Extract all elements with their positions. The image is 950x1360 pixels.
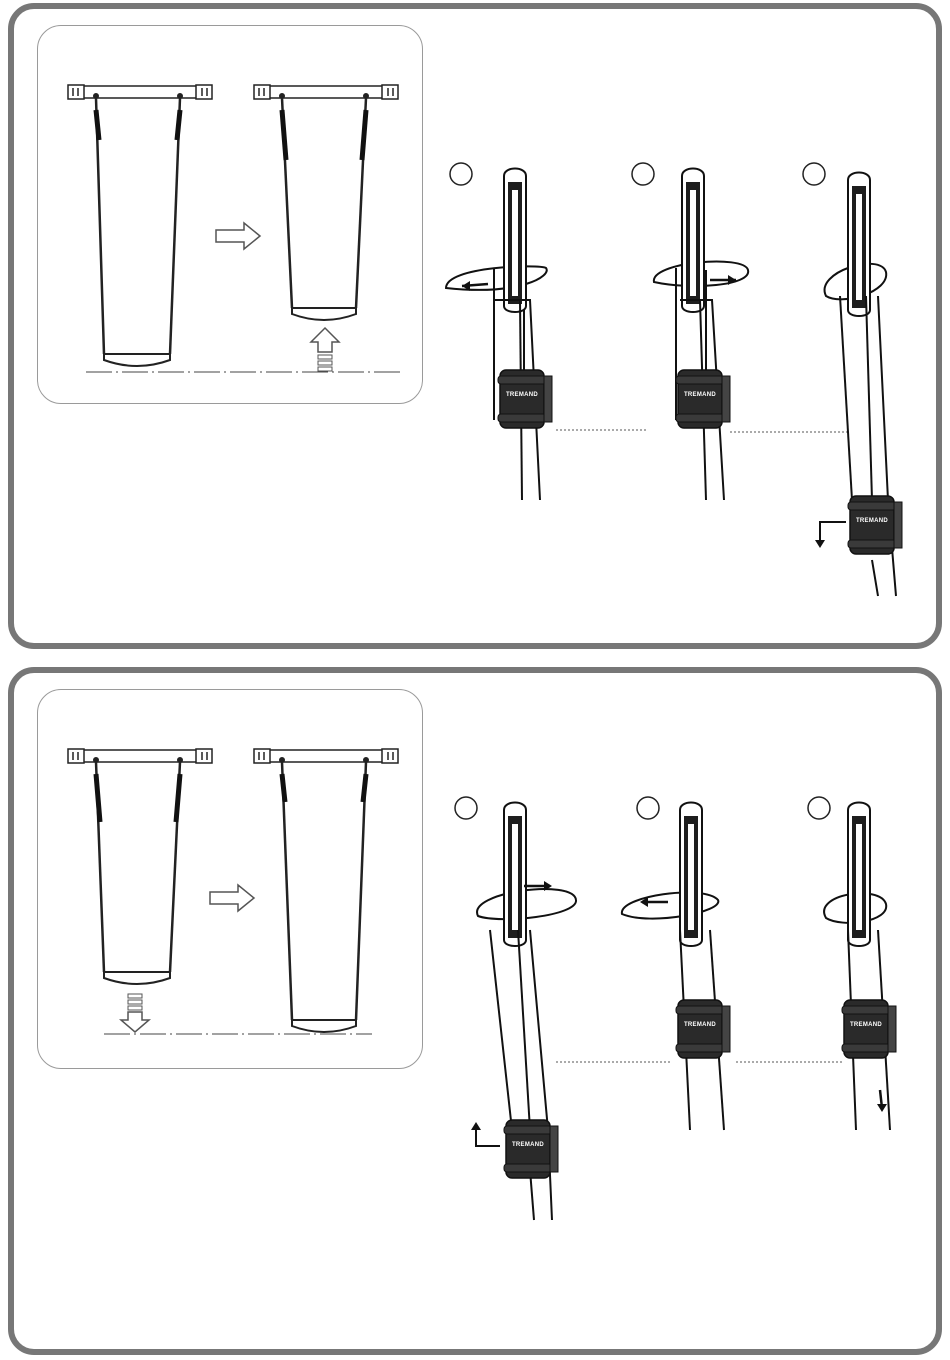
direction-arrow-right	[216, 223, 260, 249]
buckle-label: TREMAND	[512, 1142, 544, 1148]
buckle-label: TREMAND	[856, 518, 888, 524]
lower-arrow-down	[121, 994, 149, 1032]
buckle-label: TREMAND	[850, 1022, 882, 1028]
step-3-lower: TREMAND	[808, 797, 896, 1130]
step-3-raise: TREMAND	[803, 163, 902, 596]
step-circle	[632, 163, 654, 185]
step-circle	[455, 797, 477, 819]
buckle-label: TREMAND	[684, 1022, 716, 1028]
step-2-lower: TREMAND	[622, 797, 730, 1130]
buckle-label: TREMAND	[506, 392, 538, 398]
step-circle	[637, 797, 659, 819]
swing-after-lower	[254, 749, 398, 1032]
swing-before-raise	[68, 85, 212, 366]
step-circle	[450, 163, 472, 185]
step-circle	[803, 163, 825, 185]
step-2-raise: TREMAND	[632, 163, 748, 500]
step-1-raise: TREMAND	[446, 163, 552, 500]
swing-before-lower	[68, 749, 212, 984]
step-circle	[808, 797, 830, 819]
buckle-label: TREMAND	[684, 392, 716, 398]
direction-arrow-right	[210, 885, 254, 911]
lift-arrow-up	[311, 328, 339, 371]
swing-after-raise	[254, 85, 398, 320]
step-1-lower: TREMAND	[455, 797, 576, 1220]
